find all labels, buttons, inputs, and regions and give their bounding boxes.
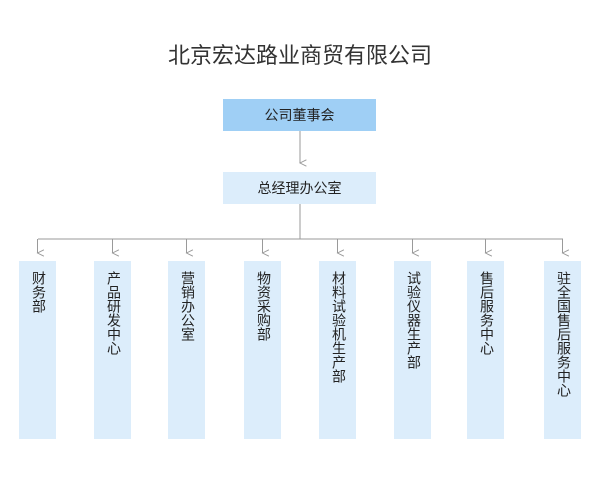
- gm-label: 总经理办公室: [257, 181, 342, 197]
- company-title: 北京宏达路业商贸有限公司: [167, 44, 432, 69]
- department-label: 材料试验机生产部: [330, 271, 346, 383]
- general-manager-office-box: 总经理办公室: [223, 172, 376, 204]
- department-label: 售后服务中心: [478, 271, 494, 355]
- department-label: 驻全国售后服务中心: [555, 271, 571, 397]
- department-box: 试验仪器生产部: [394, 261, 431, 439]
- department-box: 售后服务中心: [467, 261, 504, 439]
- department-box: 材料试验机生产部: [319, 261, 356, 439]
- department-label: 产品研发中心: [105, 271, 121, 355]
- department-label: 营销办公室: [179, 271, 195, 341]
- department-label: 试验仪器生产部: [405, 271, 421, 369]
- department-label: 物资采购部: [255, 271, 271, 341]
- board-of-directors-box: 公司董事会: [223, 99, 376, 131]
- department-box: 营销办公室: [168, 261, 205, 439]
- department-box: 物资采购部: [244, 261, 281, 439]
- board-label: 公司董事会: [264, 108, 335, 124]
- department-label: 财务部: [30, 271, 46, 313]
- department-box: 产品研发中心: [94, 261, 131, 439]
- department-box: 财务部: [19, 261, 56, 439]
- department-box: 驻全国售后服务中心: [544, 261, 581, 439]
